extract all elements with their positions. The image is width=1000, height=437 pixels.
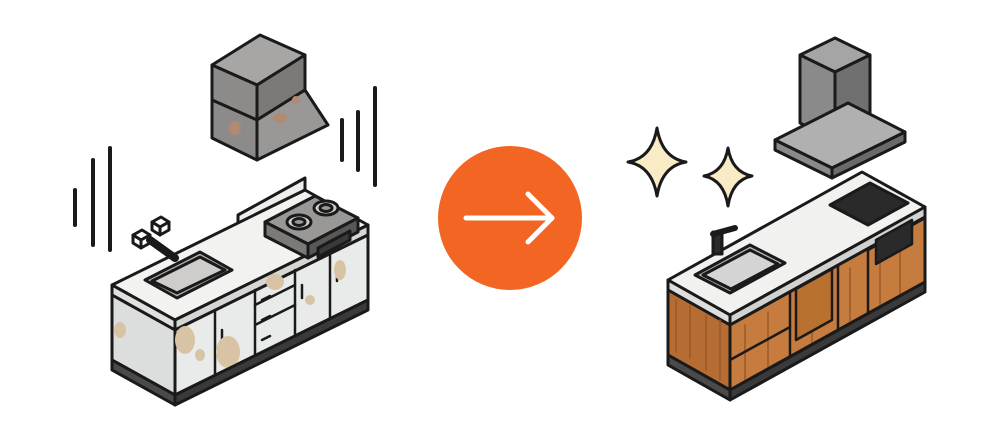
new-faucet	[710, 225, 738, 256]
new-cooktop	[828, 181, 910, 227]
old-sink	[143, 250, 234, 300]
new-cabinet-panels	[728, 216, 927, 362]
old-cabinet-doors	[213, 251, 339, 377]
old-faucet	[131, 215, 179, 262]
sparkle-icon	[626, 126, 688, 198]
sparkle-icon	[702, 146, 754, 208]
old-cabinet-stains	[114, 260, 346, 368]
shake-lines-left	[73, 146, 112, 252]
arrow-right-icon	[438, 146, 582, 290]
new-range-hood	[773, 36, 907, 180]
old-kitchen	[73, 33, 377, 407]
new-kitchen	[626, 36, 927, 402]
old-range-hood	[210, 33, 330, 162]
old-stove	[263, 194, 360, 260]
new-sink	[693, 243, 787, 295]
shake-lines-right	[340, 86, 377, 187]
